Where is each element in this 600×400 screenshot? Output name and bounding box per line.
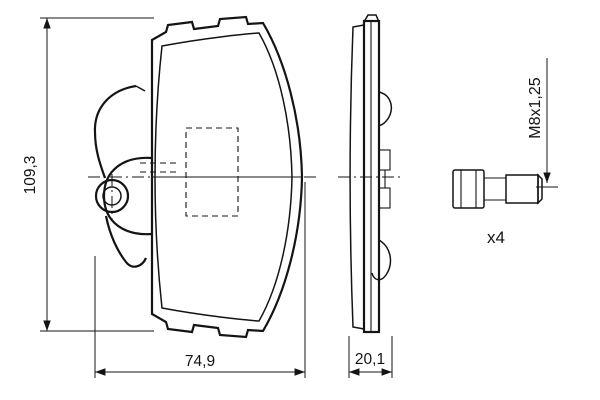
thread-spec-label: M8x1,25 — [527, 77, 544, 138]
bolt-threaded-section — [505, 174, 539, 204]
hidden-wear-indicator-outline — [185, 127, 239, 217]
height-dimension: 109,3 — [22, 17, 154, 332]
spring-clip-wire-upper — [93, 84, 137, 179]
bolt-hex-head — [452, 169, 485, 209]
bolt-quantity-label: x4 — [487, 228, 505, 247]
width-dimension: 74,9 — [94, 182, 306, 378]
spring-clip-wire-lower — [104, 215, 148, 268]
spring-clip-hook — [135, 85, 146, 92]
side-clip-top-hook — [378, 91, 392, 126]
bolt-tip-chamfer — [537, 173, 543, 205]
thickness-dimension: 20,1 — [348, 336, 393, 378]
side-view — [338, 14, 404, 334]
thickness-dimension-label: 20,1 — [355, 351, 385, 368]
mounting-ear — [102, 156, 153, 236]
side-clip-block — [378, 187, 391, 209]
width-dimension-label: 74,9 — [185, 353, 215, 370]
height-dimension-label: 109,3 — [22, 156, 39, 195]
side-clip-bottom-hook — [371, 239, 392, 281]
side-top-tab — [363, 14, 380, 23]
bolt-view: M8x1,25 x4 — [452, 58, 558, 247]
front-view — [88, 15, 318, 339]
side-clip-block — [378, 149, 391, 171]
